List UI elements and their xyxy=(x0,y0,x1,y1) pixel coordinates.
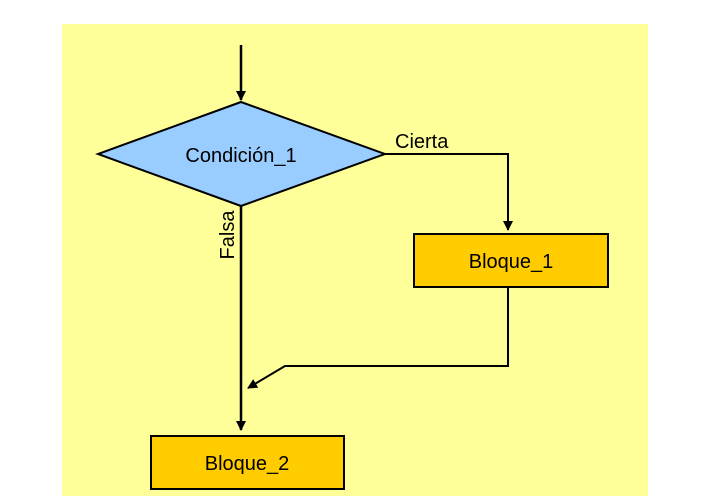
true-branch-label: Cierta xyxy=(395,131,449,153)
block-2: Bloque_2 xyxy=(150,435,345,490)
block-2-label: Bloque_2 xyxy=(205,453,290,475)
merge-connector xyxy=(247,287,509,389)
block-1: Bloque_1 xyxy=(413,233,609,288)
true-branch-connector xyxy=(385,153,513,231)
false-branch-label: Falsa xyxy=(217,210,239,260)
decision-label: Condición_1 xyxy=(185,145,296,167)
block-1-box xyxy=(413,233,609,288)
block-2-box xyxy=(150,435,345,490)
block-1-label: Bloque_1 xyxy=(469,251,554,273)
